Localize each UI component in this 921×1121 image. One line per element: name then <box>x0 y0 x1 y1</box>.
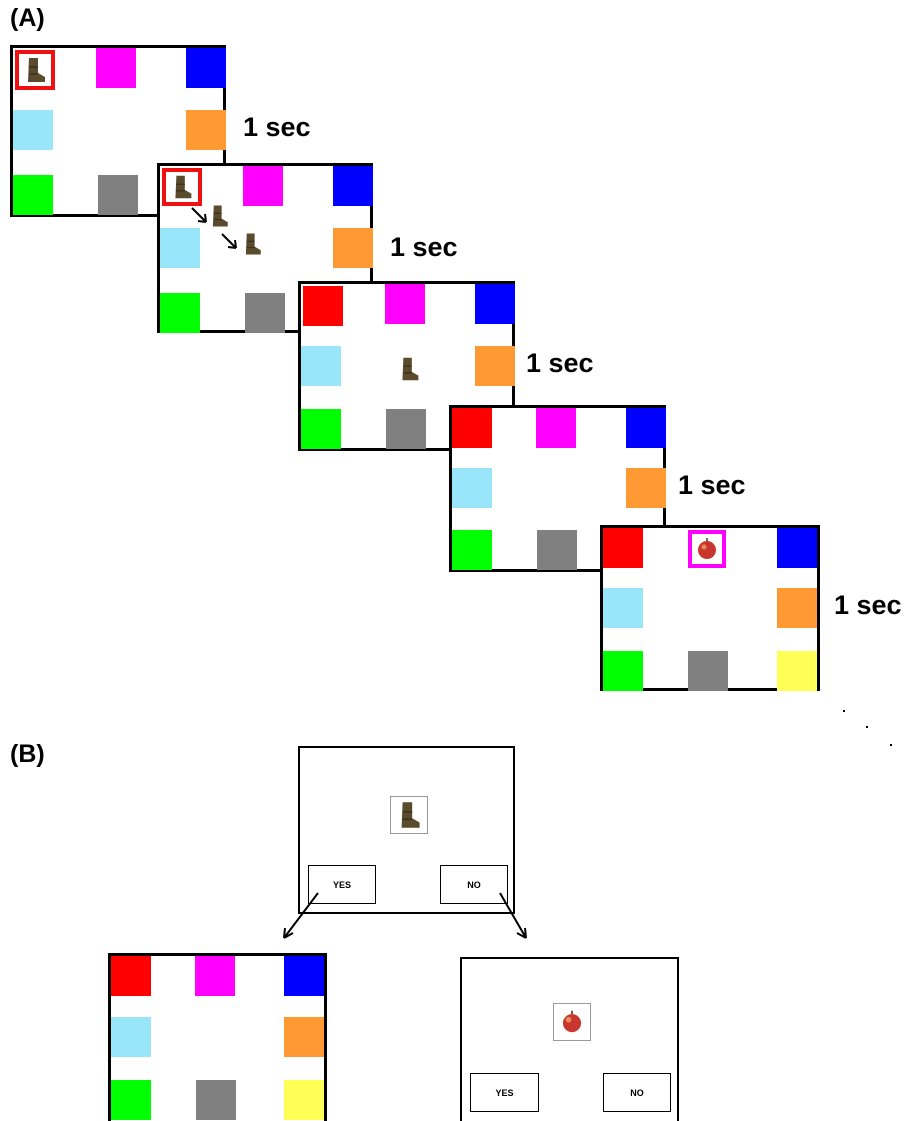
continuation-dot <box>890 744 892 746</box>
orange-square <box>186 110 226 150</box>
boot-icon <box>401 802 420 828</box>
gray-square <box>245 293 285 333</box>
orange-square <box>475 346 515 386</box>
query-item-box <box>553 1003 591 1041</box>
no-branch-arrow-icon <box>499 892 527 939</box>
light-blue-square <box>160 228 200 268</box>
magenta-square <box>385 284 425 324</box>
duration-label-5: 1 sec <box>834 590 902 620</box>
gray-square <box>196 1080 236 1120</box>
red-square <box>111 956 151 996</box>
blue-square <box>777 528 817 568</box>
apple-icon <box>562 1010 582 1033</box>
query-item-box <box>390 796 428 834</box>
duration-label-3: 1 sec <box>526 348 594 378</box>
light-blue-square <box>603 588 643 628</box>
yes-button[interactable]: YES <box>470 1073 539 1112</box>
yellow-square <box>777 651 817 691</box>
red-square <box>603 528 643 568</box>
duration-label-2: 1 sec <box>390 232 458 262</box>
boot-icon <box>402 357 419 381</box>
blue-square <box>186 48 226 88</box>
sequence-frame-5 <box>600 525 820 691</box>
panel-a-label: (A) <box>10 4 45 32</box>
blue-square <box>626 408 666 448</box>
motion-arrow-icon <box>221 233 237 249</box>
no-button[interactable]: NO <box>603 1073 671 1112</box>
gray-square <box>98 175 138 215</box>
gray-square <box>386 409 426 449</box>
duration-label-1: 1 sec <box>243 112 311 142</box>
orange-square <box>777 588 817 628</box>
boot-icon <box>212 205 228 227</box>
green-square <box>301 409 341 449</box>
yes-branch-arrow-icon <box>283 892 319 939</box>
light-blue-square <box>111 1017 151 1057</box>
yes-button[interactable]: YES <box>308 865 376 904</box>
red-square <box>303 286 343 326</box>
no-outcome-query: YES NO <box>460 957 679 1121</box>
no-button[interactable]: NO <box>440 865 508 904</box>
motion-arrow-icon <box>191 207 207 223</box>
blue-square <box>333 166 373 206</box>
gray-square <box>537 530 577 570</box>
query-screen: YES NO <box>298 746 515 914</box>
green-square <box>13 175 53 215</box>
light-blue-square <box>301 346 341 386</box>
yellow-square <box>284 1080 324 1120</box>
magenta-square <box>195 956 235 996</box>
magenta-square <box>243 166 283 206</box>
blue-square <box>475 284 515 324</box>
orange-square <box>333 228 373 268</box>
magenta-square <box>96 48 136 88</box>
cued-location-highlight <box>15 50 55 90</box>
duration-label-4: 1 sec <box>678 470 746 500</box>
apple-icon <box>698 538 716 559</box>
cued-location-highlight <box>162 168 202 206</box>
yes-outcome-array <box>108 953 327 1121</box>
green-square <box>452 530 492 570</box>
orange-square <box>626 468 666 508</box>
blue-square <box>284 956 324 996</box>
sequence-frame-2 <box>157 163 373 333</box>
probe-location-highlight <box>688 530 726 568</box>
green-square <box>160 293 200 333</box>
light-blue-square <box>452 468 492 508</box>
light-blue-square <box>13 110 53 150</box>
gray-square <box>688 651 728 691</box>
boot-icon <box>28 58 45 82</box>
green-square <box>603 651 643 691</box>
panel-b-label: (B) <box>10 740 45 768</box>
continuation-dot <box>866 726 868 728</box>
red-square <box>452 408 492 448</box>
continuation-dot <box>843 710 845 712</box>
boot-icon <box>245 233 261 255</box>
orange-square <box>284 1017 324 1057</box>
green-square <box>111 1080 151 1120</box>
boot-icon <box>175 175 192 199</box>
magenta-square <box>536 408 576 448</box>
